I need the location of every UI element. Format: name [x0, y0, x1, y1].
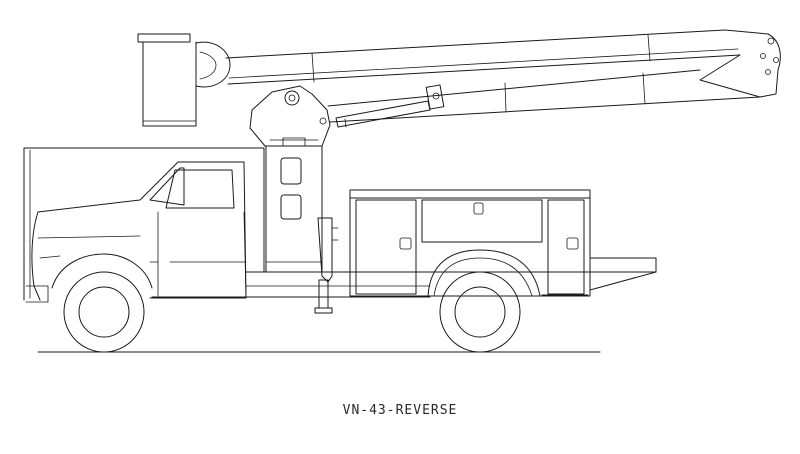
- lower-boom: [327, 69, 761, 123]
- rear-wheel: [439, 271, 521, 353]
- truck-cab: [23, 147, 265, 303]
- boom-pedestal: [249, 85, 331, 147]
- utility-body: [349, 189, 657, 297]
- drawing-caption: VN-43-REVERSE: [342, 403, 458, 418]
- platform-bucket: [137, 33, 231, 127]
- outrigger: [314, 217, 339, 314]
- boom-elbow: [699, 29, 781, 98]
- boom-assembly: [137, 29, 781, 147]
- frame-rails: [151, 271, 657, 298]
- center-tower: [265, 137, 323, 273]
- upper-boom: [225, 29, 741, 85]
- front-wheel: [63, 271, 145, 353]
- hydraulic-cylinder: [335, 84, 445, 128]
